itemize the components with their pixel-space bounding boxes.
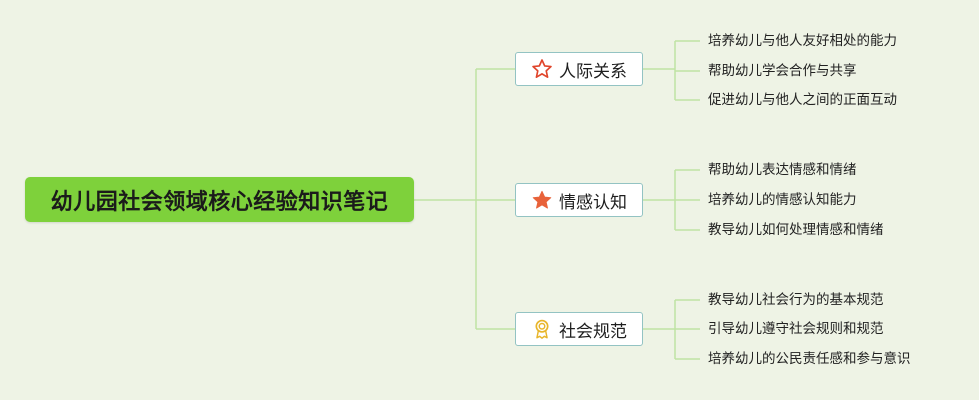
leaf-item[interactable]: 帮助幼儿学会合作与共享	[708, 63, 857, 79]
leaf-item[interactable]: 引导幼儿遵守社会规则和规范	[708, 321, 884, 337]
leaf-item[interactable]: 培养幼儿的公民责任感和参与意识	[708, 351, 911, 367]
branch-interpersonal[interactable]: 人际关系	[515, 52, 643, 86]
branch-label: 人际关系	[559, 61, 627, 82]
leaf-item[interactable]: 教导幼儿如何处理情感和情绪	[708, 222, 884, 238]
leaf-item[interactable]: 培养幼儿与他人友好相处的能力	[708, 33, 897, 49]
branch-label: 社会规范	[559, 321, 627, 342]
leaf-item[interactable]: 帮助幼儿表达情感和情绪	[708, 162, 857, 178]
award-medal-icon	[531, 318, 553, 340]
root-title: 幼儿园社会领域核心经验知识笔记	[50, 189, 389, 215]
leaf-item[interactable]: 促进幼儿与他人之间的正面互动	[708, 92, 897, 108]
star-outline-icon	[531, 58, 553, 80]
leaf-item[interactable]: 教导幼儿社会行为的基本规范	[708, 292, 884, 308]
root-topic[interactable]: 幼儿园社会领域核心经验知识笔记	[25, 177, 414, 222]
branch-label: 情感认知	[559, 192, 627, 213]
branch-social-norms[interactable]: 社会规范	[515, 312, 643, 346]
branch-emotional-cognition[interactable]: 情感认知	[515, 183, 643, 217]
star-filled-icon	[531, 189, 553, 211]
leaf-item[interactable]: 培养幼儿的情感认知能力	[708, 192, 857, 208]
